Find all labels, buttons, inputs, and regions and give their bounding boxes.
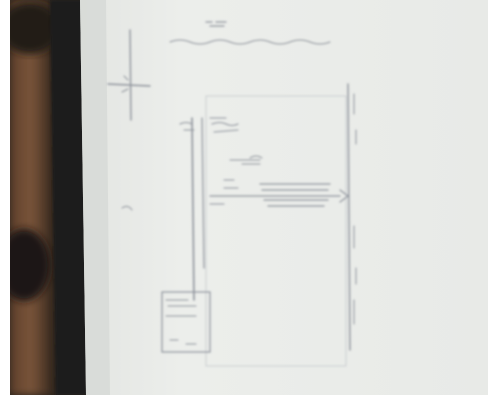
second-stem [201, 117, 205, 269]
bottom-box-text [165, 299, 197, 345]
connector-arrow [339, 189, 349, 203]
paper-sheet [80, 0, 488, 395]
title-scribble [205, 21, 227, 27]
top-labels [179, 117, 239, 133]
paper-fold [80, 0, 110, 395]
left-margin-mark [121, 205, 133, 211]
left-axis-cross [107, 83, 151, 87]
sketch-frame [205, 95, 347, 367]
right-column-line [347, 83, 351, 351]
subtitle-scribble [169, 39, 331, 45]
main-stem [191, 117, 195, 301]
handwritten-sketch [107, 21, 357, 367]
photo-area [10, 0, 488, 395]
dark-object-top [10, 2, 60, 54]
side-note [223, 179, 239, 189]
block-hatching [259, 183, 331, 207]
dark-object-bottom [10, 229, 50, 301]
wooden-surface [10, 0, 52, 395]
photo-scene [10, 0, 488, 395]
right-column-labels [353, 93, 357, 325]
left-axis-marks [121, 75, 129, 93]
left-axis-line [129, 29, 132, 121]
middle-annotation [229, 155, 263, 165]
bottom-box [161, 291, 211, 353]
